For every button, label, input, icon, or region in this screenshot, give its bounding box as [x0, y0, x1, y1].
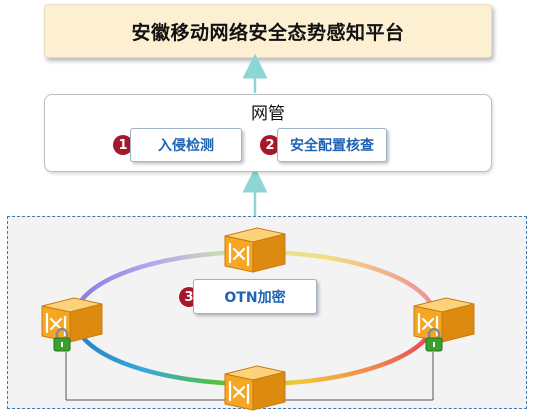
- otn-node-cube-icon: [413, 297, 475, 343]
- intrusion-detection-label: 入侵检测: [158, 138, 214, 154]
- otn-node-cube-icon: [41, 297, 103, 343]
- config-check-box: 安全配置核查: [277, 128, 387, 162]
- otn-encryption-box: OTN加密: [193, 279, 317, 314]
- otn-node-cube-icon: [224, 365, 286, 411]
- feature-number-badge: 2: [260, 135, 280, 155]
- otn-encryption-label: OTN加密: [224, 289, 286, 306]
- feature-number-badge: 1: [113, 135, 133, 155]
- situational-awareness-platform-box: 安徽移动网络安全态势感知平台: [44, 4, 492, 58]
- intrusion-detection-box: 入侵检测: [130, 128, 242, 162]
- otn-node-cube-icon: [224, 227, 286, 273]
- platform-title: 安徽移动网络安全态势感知平台: [131, 21, 405, 44]
- network-management-box: 网管: [44, 94, 492, 172]
- nms-title: 网管: [251, 104, 285, 124]
- config-check-label: 安全配置核查: [290, 138, 374, 154]
- padlock-icon: [425, 327, 443, 352]
- padlock-icon: [53, 327, 71, 352]
